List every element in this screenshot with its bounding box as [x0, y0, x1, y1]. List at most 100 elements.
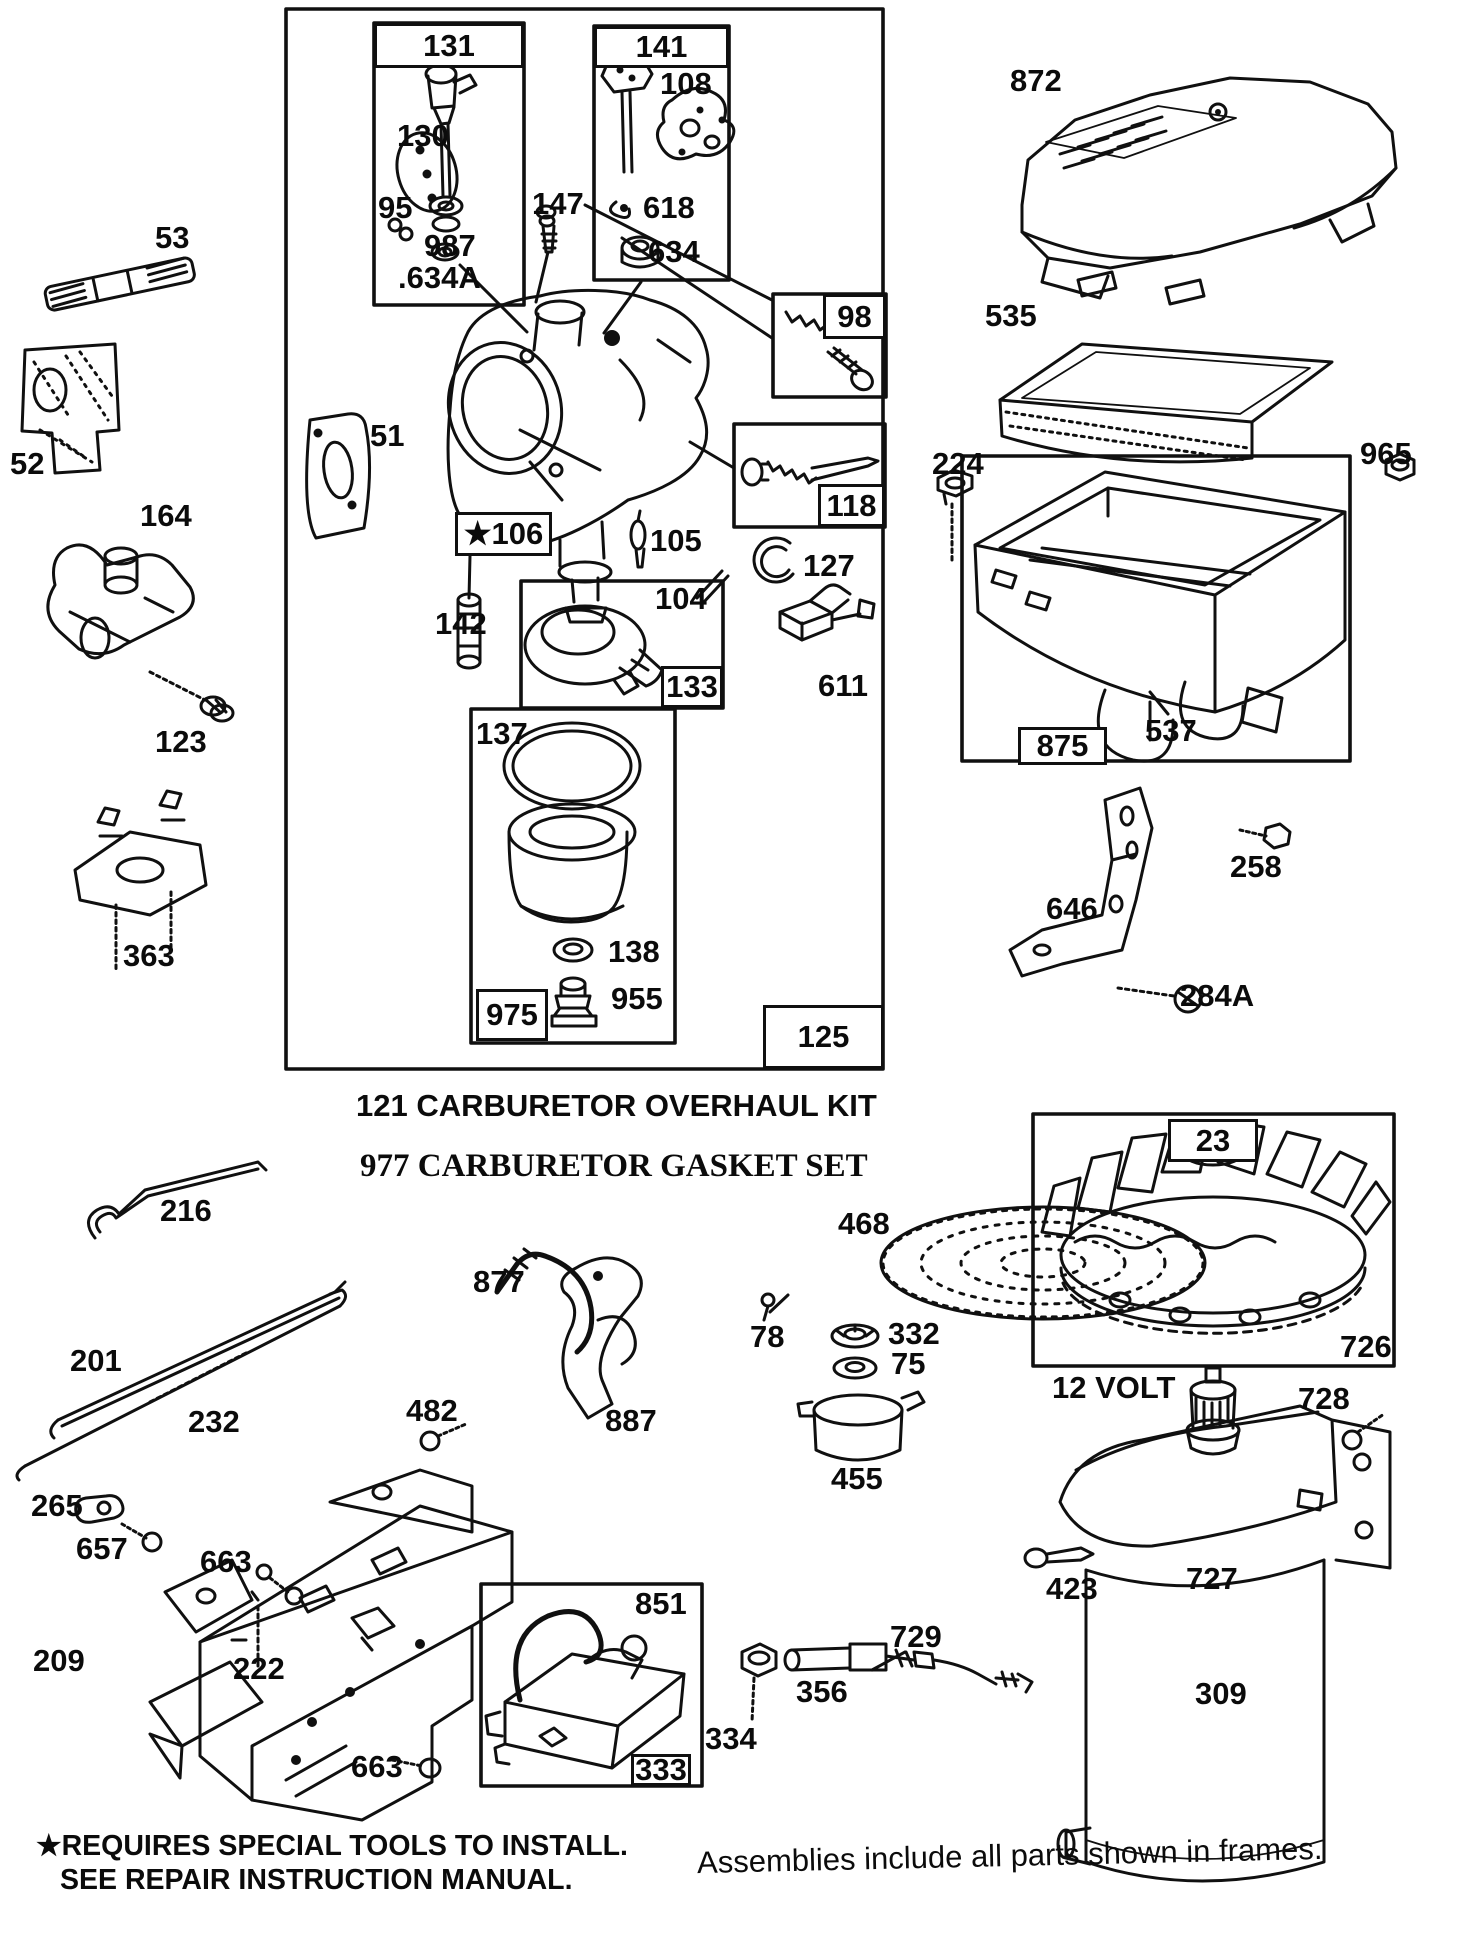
part-label-265: 265: [31, 1488, 83, 1523]
assembly-label-98: 98: [823, 294, 886, 339]
part-label-482: 482: [406, 1393, 458, 1428]
part-label-728: 728: [1298, 1381, 1350, 1416]
leader-lines: [458, 203, 1170, 1672]
link-rod-216-illustration: [87, 1160, 268, 1240]
part-label-52: 52: [10, 446, 45, 481]
part-label-887: 887: [605, 1403, 657, 1438]
screen-468-illustration: [879, 1205, 1207, 1321]
clip-265-illustration: [74, 1494, 125, 1524]
part-label-423: 423: [1046, 1571, 1098, 1606]
part-label-78: 78: [750, 1319, 785, 1354]
part-label-646: 646: [1046, 891, 1098, 926]
air-cleaner-base-875-illustration: [973, 470, 1347, 763]
part-label-663: 663: [351, 1749, 403, 1784]
part-label-95: 95: [378, 190, 413, 225]
part-label-955: 955: [611, 981, 663, 1016]
assembly-label-875: 875: [1018, 727, 1107, 765]
footnote-line1: REQUIRES SPECIAL TOOLS TO INSTALL.: [61, 1830, 628, 1862]
part-label-309: 309: [1195, 1676, 1247, 1711]
bowl-bolt-955-illustration: [550, 976, 598, 1028]
air-cleaner-cover-872-illustration: [1020, 76, 1398, 306]
starter-drive-illustration: [1185, 1366, 1241, 1456]
part-label-455: 455: [831, 1461, 883, 1496]
starter-motor-309-illustration: [1056, 1558, 1326, 1883]
cable-729-illustration: [932, 1658, 1034, 1694]
assembly-label-106: ★106: [455, 512, 552, 556]
part-label-877: 877: [473, 1264, 525, 1299]
float-valve-131-illustration: [387, 63, 478, 262]
part-label-108: 108: [660, 66, 712, 101]
assembly-frames: [284, 7, 1396, 1788]
assembly-label-333: 333: [631, 1752, 691, 1787]
screw-482-illustration: [419, 1422, 468, 1452]
part-label-137: 137: [476, 716, 528, 751]
lock-washer-332-illustration: [830, 1323, 880, 1349]
part-label-334: 334: [705, 1721, 757, 1756]
bolt-423-illustration: [1023, 1546, 1095, 1569]
part-label-142: 142: [435, 606, 487, 641]
valve-kit-141-illustration: [600, 52, 736, 269]
washer-138-illustration: [552, 937, 594, 963]
spring-209-illustration: [230, 1590, 260, 1670]
part-label-727: 727: [1186, 1561, 1238, 1596]
part-label-356: 356: [796, 1674, 848, 1709]
assembly-label-131: 131: [374, 23, 524, 68]
part-label-224: 224: [932, 446, 984, 481]
washer-75-illustration: [832, 1356, 878, 1380]
screw-728-illustration: [1341, 1412, 1386, 1451]
bowl-gasket-137-illustration: [502, 721, 642, 811]
part-label-535: 535: [985, 298, 1037, 333]
part-label-105: 105: [650, 523, 702, 558]
part-label-284A: 284A: [1180, 978, 1255, 1013]
part-label-209: 209: [33, 1643, 85, 1678]
part-label-663: 663: [200, 1544, 252, 1579]
control-bracket-222-illustration: [148, 1468, 514, 1822]
gasket-51-illustration: [305, 412, 372, 540]
primer-assembly-851-illustration: [484, 1609, 686, 1770]
flywheel-illustration: [1040, 1120, 1392, 1335]
part-label-51: 51: [370, 418, 405, 453]
filter-element-535-illustration: [998, 342, 1334, 464]
gasket-52-illustration: [20, 342, 121, 475]
pin-657-illustration: [120, 1522, 163, 1553]
part-label-147: 147: [532, 186, 584, 221]
assembly-label-133: 133: [661, 666, 723, 708]
part-label-634: 634: [648, 234, 700, 269]
assembly-label-118: 118: [818, 484, 885, 527]
part-label-987: 987: [424, 228, 476, 263]
part-label-872: 872: [1010, 63, 1062, 98]
cable-877-illustration: [494, 1247, 595, 1355]
screw-258-illustration: [1238, 822, 1292, 850]
idle-mixture-98-illustration: [784, 310, 874, 392]
part-label-138: 138: [608, 934, 660, 969]
bolt-224-illustration: [936, 468, 974, 562]
part-label-726: 726: [1340, 1329, 1392, 1364]
screw-663-lower-illustration: [390, 1757, 442, 1779]
throttle-shaft-53-illustration: [43, 256, 196, 312]
needle-105-illustration: [629, 509, 647, 569]
o-ring-127-illustration: [752, 536, 795, 584]
screw-78-illustration: [760, 1292, 776, 1322]
screw-123-illustration: [148, 670, 235, 723]
screw-663-upper-illustration: [255, 1563, 304, 1606]
spring-link-232-illustration: [15, 1288, 347, 1482]
part-label-851: 851: [635, 1586, 687, 1621]
part-label-965: 965: [1360, 436, 1412, 471]
bracket-363-illustration: [73, 789, 208, 974]
part-label-53: 53: [155, 220, 190, 255]
footnote: ★REQUIRES SPECIAL TOOLS TO INSTALL. SEE …: [36, 1830, 628, 1897]
part-label-537: 537: [1145, 713, 1197, 748]
main-jet-142-illustration: [456, 592, 482, 670]
part-label-201: 201: [70, 1343, 122, 1378]
clamp-887-illustration: [560, 1256, 643, 1420]
part-label-332: 332: [888, 1316, 940, 1351]
part-label-127: 127: [803, 548, 855, 583]
part-label-618: 618: [643, 190, 695, 225]
overhaul-kit-heading: 121 CARBURETOR OVERHAUL KIT: [356, 1088, 877, 1123]
part-label-611: 611: [818, 668, 869, 703]
assembly-label-975: 975: [476, 989, 548, 1041]
part-label-164: 164: [140, 498, 192, 533]
fuel-line-356-illustration: [783, 1642, 936, 1672]
assembly-label-141: 141: [594, 26, 729, 68]
